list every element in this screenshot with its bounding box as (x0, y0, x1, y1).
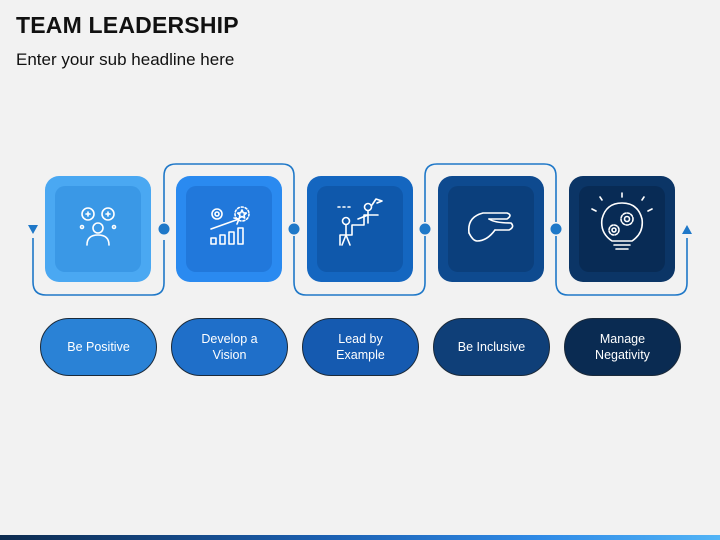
step-box-inner (579, 186, 665, 272)
connector-path-4 (424, 163, 557, 222)
leader-stairs-icon (337, 198, 383, 246)
connector-dot (158, 223, 170, 235)
brain-gears-icon (591, 192, 653, 250)
step-box-inner (186, 186, 272, 272)
connector-path-5 (555, 236, 688, 296)
step-box-inner (55, 186, 141, 272)
step-label-5: Manage Negativity (564, 318, 681, 376)
step-boxes (45, 176, 675, 282)
step-box-4 (438, 176, 544, 282)
page-subtitle: Enter your sub headline here (16, 50, 235, 69)
connector-dot (288, 223, 300, 235)
step-box-inner (448, 186, 534, 272)
step-box-inner (317, 186, 403, 272)
connector-lines (28, 163, 692, 296)
handshake-icon (467, 212, 514, 242)
step-box-1 (45, 176, 151, 282)
growth-vision-icon (210, 206, 250, 245)
step-label-2: Develop a Vision (171, 318, 288, 376)
connector-path-1 (32, 238, 165, 296)
end-arrow-icon (682, 225, 692, 234)
start-arrow-icon (28, 225, 38, 234)
people-positive-icon (79, 207, 117, 246)
step-label-3: Lead by Example (302, 318, 419, 376)
page-title: TEAM LEADERSHIP (16, 12, 239, 38)
footer-accent-bar (0, 535, 720, 540)
connector-dot (419, 223, 431, 235)
connector-path-3 (293, 236, 426, 296)
step-box-3 (307, 176, 413, 282)
step-box-5 (569, 176, 675, 282)
step-box-2 (176, 176, 282, 282)
connector-path-2 (163, 163, 295, 222)
step-label-1: Be Positive (40, 318, 157, 376)
connector-dot (550, 223, 562, 235)
step-label-4: Be Inclusive (433, 318, 550, 376)
